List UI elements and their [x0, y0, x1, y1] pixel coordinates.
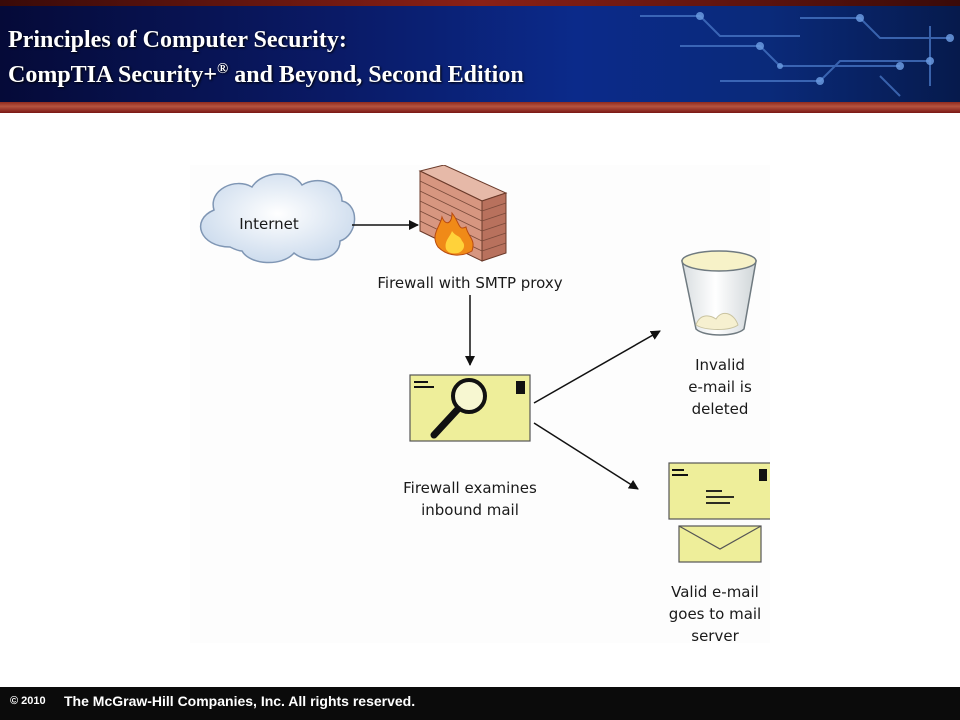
internet-label: Internet: [239, 215, 299, 233]
internet-cloud-icon: [199, 173, 356, 264]
circuit-board-decoration: [640, 12, 954, 97]
copyright-year: © 2010: [10, 695, 46, 707]
title-main: CompTIA Security+: [8, 62, 218, 88]
smtp-proxy-diagram: Internet Firewall with SMTP proxy Firewa…: [190, 165, 770, 645]
header-bottom-edge: [0, 102, 960, 113]
invalid-label-line-1: Invalid: [695, 356, 745, 374]
slide-header: Principles of Computer Security: CompTIA…: [0, 0, 960, 113]
slide-title-line-1: Principles of Computer Security:: [8, 27, 347, 53]
valid-envelope-icon: [668, 462, 770, 520]
magnifying-glass-icon: [430, 378, 487, 439]
examine-label-line-2: inbound mail: [421, 501, 519, 519]
title-rest: and Beyond, Second Edition: [228, 62, 524, 88]
diagram-graphics: [199, 165, 770, 563]
invalid-label-line-3: deleted: [691, 400, 749, 418]
invalid-email-label: Invalid e-mail is deleted: [670, 354, 770, 420]
firewall-label: Firewall with SMTP proxy: [377, 274, 563, 292]
valid-label-line-1: Valid e-mail: [671, 583, 759, 601]
valid-label-line-2: goes to mail: [668, 605, 762, 623]
valid-email-label: Valid e-mail goes to mail server: [660, 581, 770, 647]
company-notice: The McGraw-Hill Companies, Inc. All righ…: [64, 693, 416, 709]
invalid-label-line-2: e-mail is: [688, 378, 752, 396]
slide-footer: © 2010 The McGraw-Hill Companies, Inc. A…: [0, 687, 960, 720]
examine-label: Firewall examines inbound mail: [380, 477, 560, 521]
header-banner: [0, 6, 960, 102]
firewall-icon: [418, 165, 508, 262]
registered-mark: ®: [217, 61, 229, 77]
arrow-examine-to-mail-server: [533, 422, 639, 490]
envelope-back-icon: [678, 525, 762, 563]
header-top-edge: [0, 0, 960, 6]
arrow-examine-to-trash: [533, 330, 661, 404]
trash-can-icon: [681, 250, 757, 336]
examine-label-line-1: Firewall examines: [403, 479, 537, 497]
slide-title-line-2: CompTIA Security+® and Beyond, Second Ed…: [8, 61, 524, 89]
valid-label-line-3: server: [691, 627, 739, 645]
